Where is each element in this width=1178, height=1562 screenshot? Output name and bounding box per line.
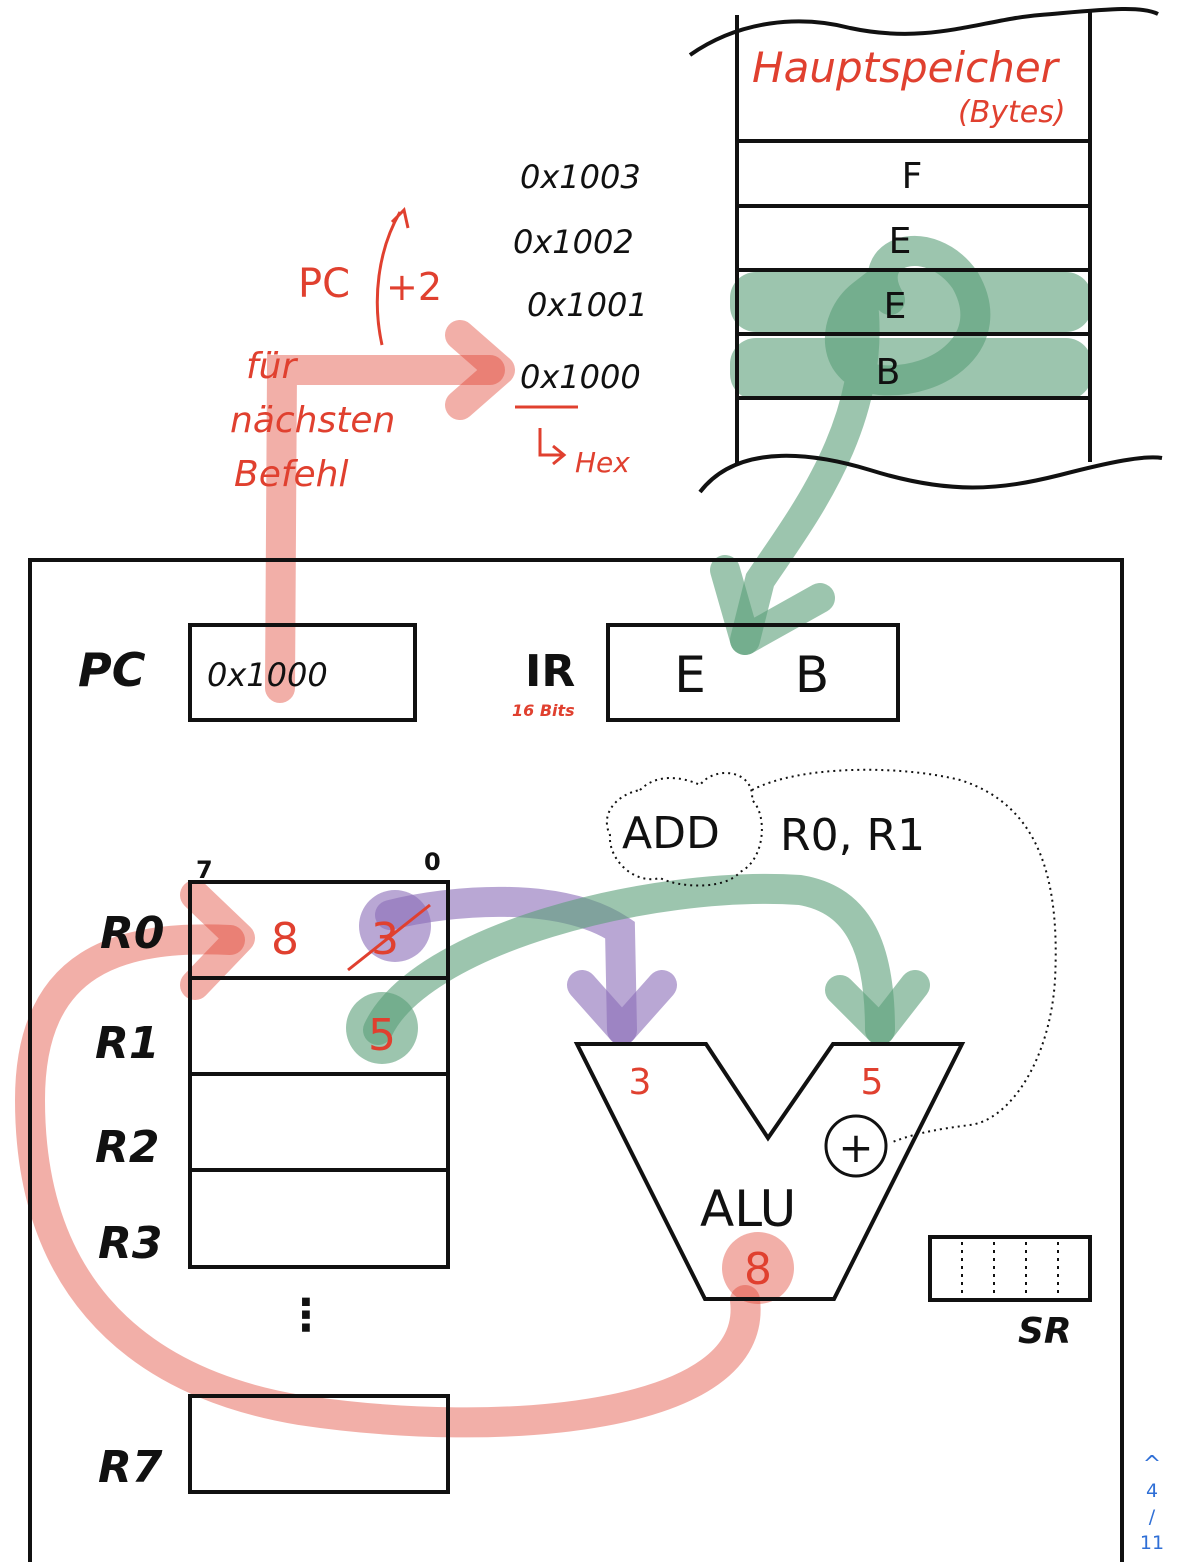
green-operand-arrowhead — [825, 970, 930, 1045]
memory-value: B — [876, 352, 901, 393]
r1-value: 5 — [368, 1010, 396, 1061]
memory-address: 0x1003 — [520, 158, 641, 196]
red-pc-arrow — [265, 355, 505, 703]
alu-result: 8 — [744, 1244, 772, 1295]
memory-value: F — [902, 156, 923, 197]
register-ellipsis: ⋮ — [284, 1290, 328, 1341]
pc-increment: +2 — [386, 265, 442, 309]
register-r7-box — [188, 1394, 450, 1494]
page-total: 11 — [1139, 1532, 1165, 1554]
red-writeback-arrow — [14, 924, 761, 1438]
ir-value-low: B — [795, 646, 829, 704]
alu-plus-icon — [824, 1114, 888, 1178]
ir-value-high: E — [674, 646, 706, 704]
page-up-chevron-icon[interactable]: ^ — [1142, 1452, 1162, 1477]
instruction-op: ADD — [622, 808, 720, 859]
register-bit-low: 0 — [424, 848, 441, 876]
register-label: R3 — [98, 1218, 163, 1269]
red-pc-arrowhead — [445, 320, 515, 420]
increment-arrow-icon — [375, 207, 410, 346]
memory-address: 0x1002 — [513, 223, 634, 261]
pc-note-line2: nächsten — [230, 400, 395, 441]
memory-title: Hauptspeicher — [752, 43, 1061, 92]
r0-new-value: 8 — [271, 914, 299, 965]
hex-hook-arrow-icon — [538, 428, 567, 466]
register-label: R2 — [95, 1122, 160, 1173]
r0-old-value-strike — [347, 903, 431, 972]
register-label: R1 — [95, 1018, 160, 1069]
memory-address: 0x1000 — [520, 358, 641, 396]
pc-note-line1: für — [246, 346, 298, 387]
highlight-layer — [14, 236, 1092, 1438]
hex-note: Hex — [575, 446, 630, 479]
memory-top-wave — [688, 7, 1159, 57]
red-writeback-arrowhead — [180, 880, 255, 1000]
register-label: R7 — [98, 1442, 163, 1493]
pc-register-label: PC — [78, 643, 146, 697]
status-register-dividers — [961, 1242, 1059, 1296]
register-file — [188, 880, 450, 1494]
register-label: R0 — [100, 908, 165, 959]
pc-register-box — [188, 623, 417, 722]
instruction-cloud — [605, 772, 763, 887]
cpu-outline — [28, 558, 1124, 1562]
status-register-box — [928, 1235, 1092, 1302]
alu-input-left: 3 — [629, 1062, 652, 1103]
register-bit-high: 7 — [196, 856, 213, 884]
ir-bits-note: 16 Bits — [512, 701, 575, 720]
main-memory — [688, 7, 1163, 494]
purple-operand-arrowhead — [567, 970, 677, 1045]
alu-operation: + — [838, 1123, 873, 1172]
green-operand-arrow — [363, 873, 895, 1045]
green-r1-highlight — [346, 992, 418, 1064]
alu-input-right: 5 — [861, 1062, 884, 1103]
page-indicator: ^ 4 / 11 — [1132, 1452, 1172, 1556]
memory-subtitle: (Bytes) — [958, 95, 1066, 130]
red-result-highlight — [722, 1232, 794, 1304]
purple-r0-highlight — [359, 890, 431, 962]
pc-note-line3: Befehl — [234, 454, 349, 495]
memory-value: E — [884, 286, 907, 327]
page-current: 4 — [1145, 1480, 1159, 1502]
ir-register-box — [606, 623, 900, 722]
green-fetch-arrowhead — [710, 555, 835, 655]
status-register-label: SR — [1018, 1311, 1072, 1352]
memory-address: 0x1001 — [527, 286, 648, 324]
instruction-args: R0, R1 — [780, 810, 925, 861]
alu-shape — [573, 1042, 966, 1301]
memory-value: E — [889, 221, 912, 262]
memory-bottom-wave — [698, 453, 1163, 494]
page-separator: / — [1148, 1506, 1156, 1528]
alu-label: ALU — [700, 1180, 796, 1238]
pc-note-label: PC — [298, 261, 350, 307]
memory-highlight-0x1001 — [730, 272, 1092, 332]
pc-register-value: 0x1000 — [207, 656, 328, 694]
ir-register-label: IR — [525, 646, 575, 697]
